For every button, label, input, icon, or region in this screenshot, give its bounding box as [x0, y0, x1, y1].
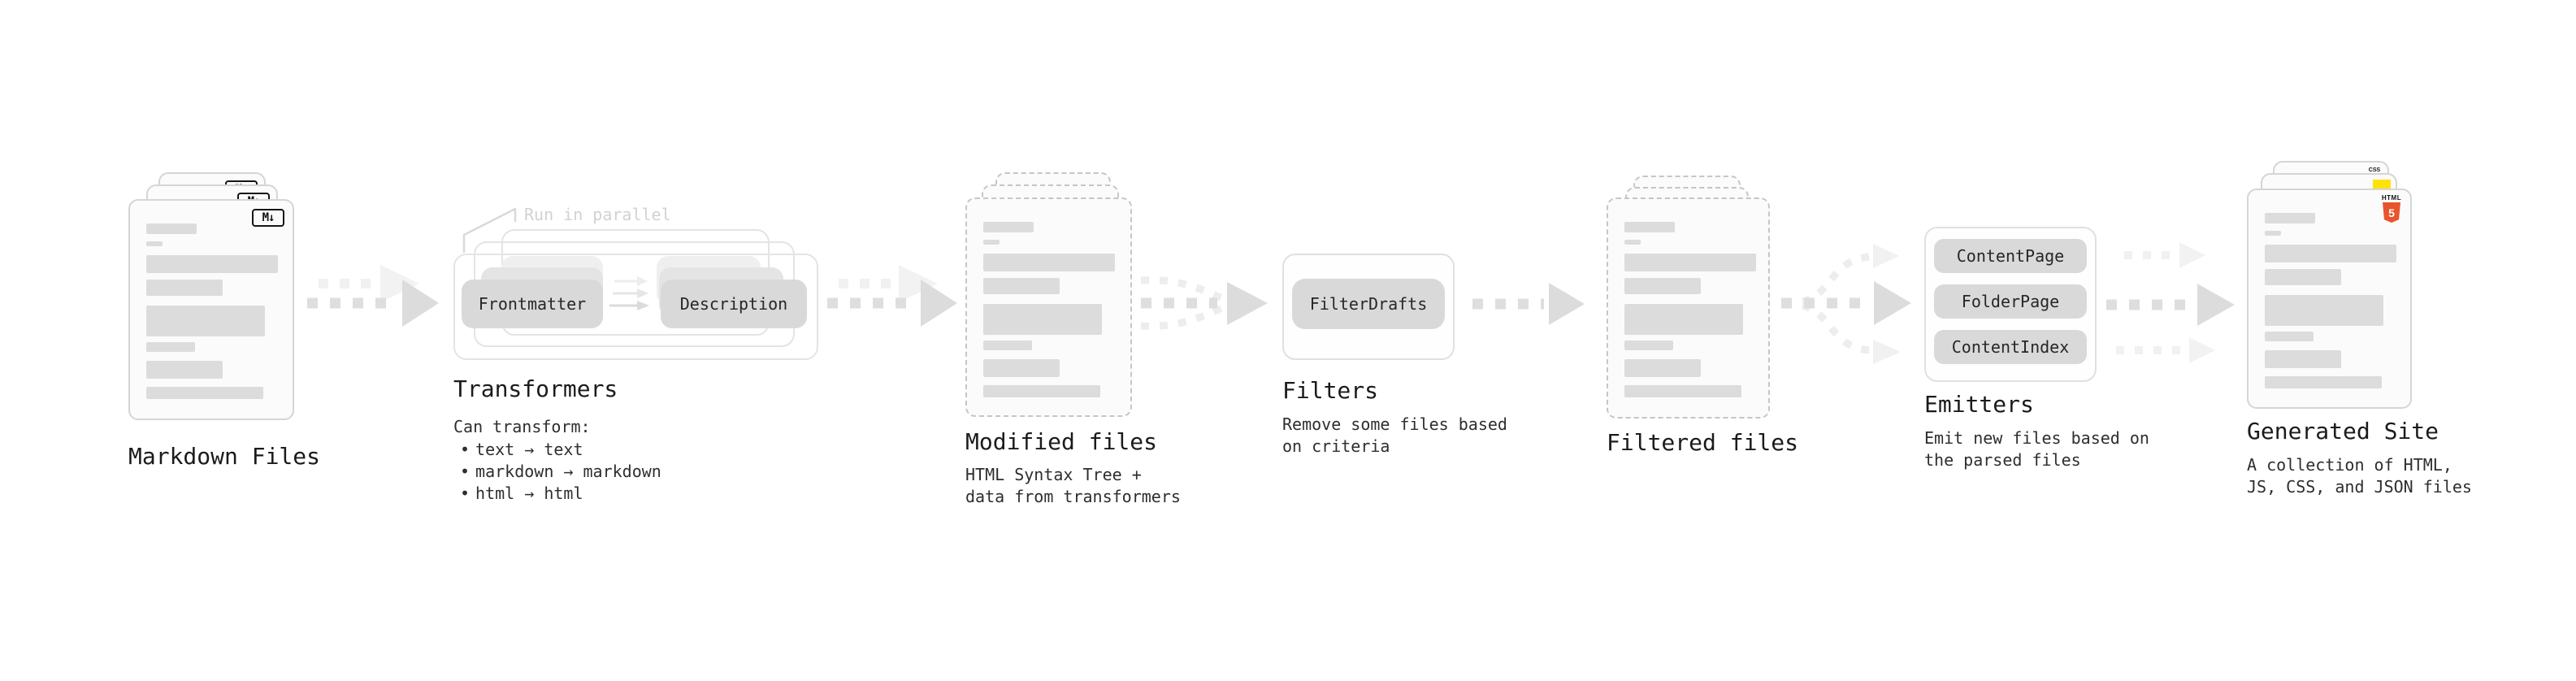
transformer-pipeline-mini-arrows [609, 276, 649, 310]
filtered-files-label: Filtered files [1607, 429, 1799, 456]
generated-file-card-front: HTML 5 [2247, 189, 2412, 409]
run-in-parallel-leader-line [462, 207, 517, 253]
emitter-pill: ContentIndex [1934, 330, 2087, 364]
bullet-text: html → html [475, 484, 583, 503]
transformer-run-front [453, 254, 818, 360]
modified-files-label: Modified files [965, 428, 1158, 455]
desc-line: on criteria [1282, 436, 1390, 456]
markdown-icon: M↓ [252, 209, 284, 227]
filterdrafts-pill: FilterDrafts [1292, 279, 1445, 329]
html5-icon: HTML 5 [2381, 194, 2402, 223]
js-icon [2373, 180, 2391, 191]
transformers-bullet-list: • text → text • markdown → markdown • ht… [460, 439, 661, 505]
arrow-modified-to-filters [1140, 276, 1268, 330]
doc-content-placeholder [2265, 213, 2407, 404]
html5-icon-word: HTML [2381, 194, 2402, 202]
bullet-text: markdown → markdown [475, 462, 661, 481]
markdown-files-label: Markdown Files [128, 443, 321, 470]
frontmatter-pill: Frontmatter [462, 280, 603, 328]
bullet-item: • markdown → markdown [460, 461, 661, 483]
desc-line: Remove some files based [1282, 414, 1507, 434]
generated-site-desc: A collection of HTML,JS, CSS, and JSON f… [2247, 454, 2472, 498]
transformers-desc-title: Can transform: [453, 417, 591, 436]
filters-label: Filters [1282, 377, 1379, 404]
transformers-label: Transformers [453, 375, 618, 402]
desc-line: HTML Syntax Tree + [965, 465, 1142, 484]
run-in-parallel-annotation: Run in parallel [524, 205, 671, 224]
desc-line: data from transformers [965, 487, 1181, 506]
css-icon-text: CSS [2368, 167, 2381, 173]
arrow-filters-to-filtered [1472, 283, 1585, 325]
doc-content-placeholder [146, 223, 289, 415]
emitters-label: Emitters [1924, 391, 2034, 418]
arrow-filtered-to-emitters [1781, 244, 1911, 364]
desc-line: the parsed files [1924, 450, 2081, 470]
markdown-file-card-front: M↓ [128, 199, 294, 420]
doc-content-placeholder [983, 222, 1127, 412]
bullet-text: text → text [475, 440, 583, 459]
generated-site-label: Generated Site [2247, 418, 2439, 445]
description-pill: Description [661, 280, 807, 328]
html5-icon-number: 5 [2388, 206, 2395, 219]
arrow-transformers-to-modified [827, 265, 957, 327]
desc-line: JS, CSS, and JSON files [2247, 477, 2472, 497]
desc-line: A collection of HTML, [2247, 455, 2452, 475]
modified-files-desc: HTML Syntax Tree + data from transformers [965, 464, 1181, 508]
bullet-item: • text → text [460, 439, 661, 461]
bullet-marker: • [460, 462, 471, 481]
html5-icon-shield: 5 [2383, 202, 2400, 223]
bullet-item: • html → html [460, 483, 661, 505]
filtered-file-card-front [1607, 197, 1770, 419]
emitter-pill: FolderPage [1934, 284, 2087, 319]
doc-content-placeholder [1624, 222, 1765, 414]
bullet-marker: • [460, 440, 471, 459]
bullet-marker: • [460, 484, 471, 503]
arrow-markdown-to-transformers [307, 265, 439, 327]
desc-line: Emit new files based on [1924, 428, 2149, 448]
arrow-emitters-to-generated [2106, 242, 2235, 363]
modified-file-card-front [965, 197, 1132, 417]
emitter-pill: ContentPage [1934, 239, 2087, 273]
